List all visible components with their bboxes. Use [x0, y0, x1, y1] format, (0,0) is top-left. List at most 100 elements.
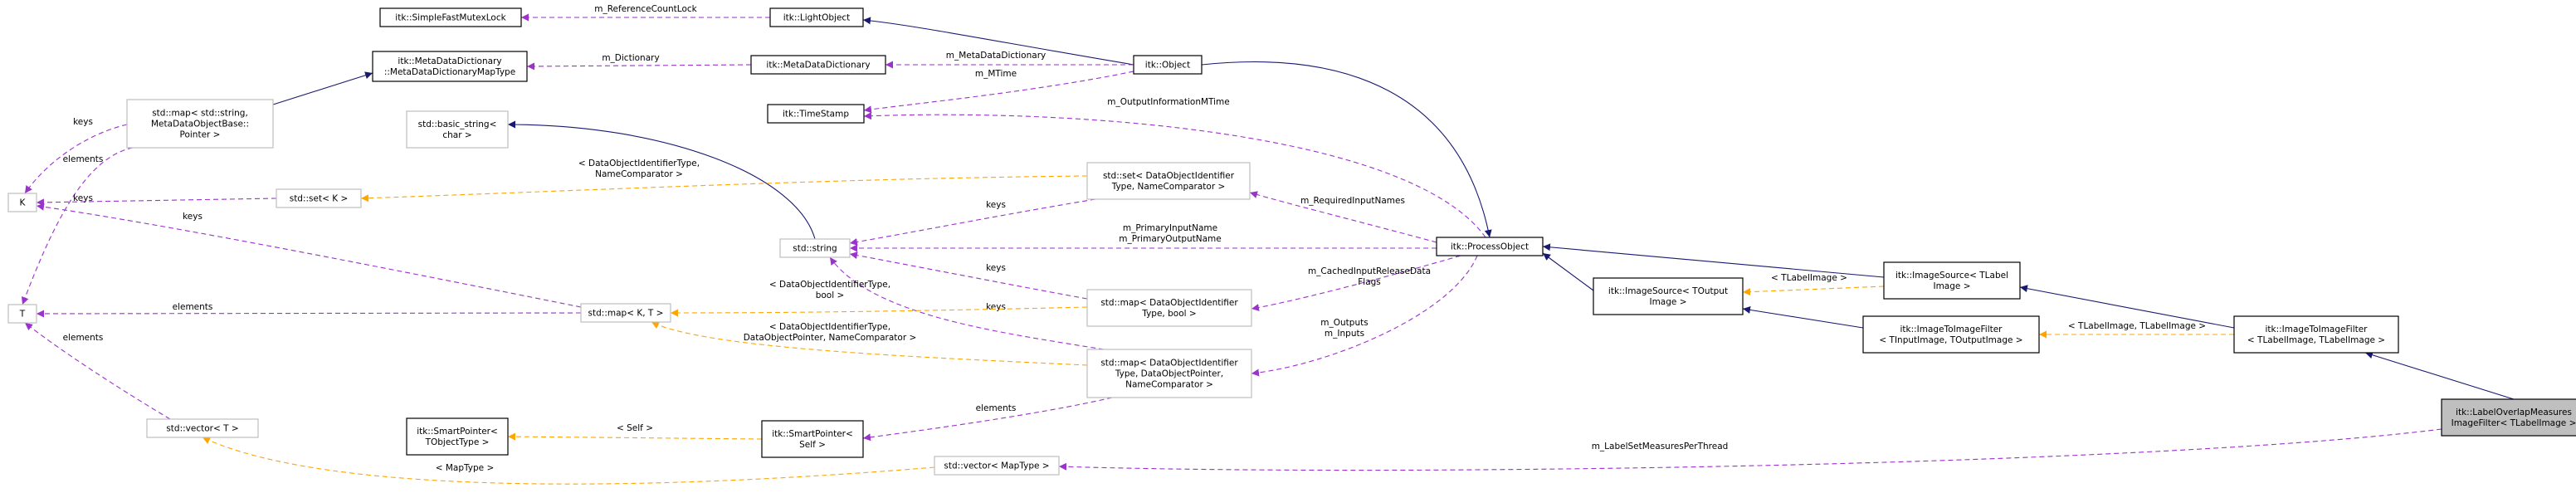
node-label: std::vector< T > — [166, 424, 238, 434]
node-smart-pointer-self[interactable]: itk::SmartPointer<Self > — [761, 420, 864, 458]
node-k[interactable]: K — [7, 193, 37, 212]
node-std-map-string[interactable]: std::map< std::string,MetaDataObjectBase… — [126, 99, 274, 149]
edge-inheritance-4 — [507, 120, 816, 240]
edge-line — [360, 175, 1088, 203]
node-label: itk::TimeStamp — [783, 110, 849, 120]
node-vector-t[interactable]: std::vector< T > — [146, 418, 259, 438]
edge-inheritance-8 — [2019, 285, 2235, 329]
edge-label-keys-set-k: keys — [73, 193, 93, 203]
node-meta-data-dictionary[interactable]: itk::MetaDataDictionary — [750, 55, 886, 75]
edge-label-keys-map-k-t: keys — [183, 212, 202, 222]
node-image-to-image-filter-tlabel[interactable]: itk::ImageToImageFilter< TLabelImage, TL… — [2233, 315, 2399, 354]
edge-line — [1742, 305, 1864, 329]
node-box — [750, 55, 886, 75]
edge-label-map-k-t-template-bool: < DataObjectIdentifierType,bool > — [769, 280, 890, 300]
edge-label-m-dictionary: m_Dictionary — [602, 53, 659, 63]
edge-label-keys-map-string: keys — [73, 117, 93, 127]
edge-line — [2364, 351, 2515, 400]
edge-label-elements-vector-t: elements — [63, 333, 104, 343]
edge-keys-map-k-t: keys — [36, 203, 582, 308]
edge-label-m-required-input-names: m_RequiredInputNames — [1300, 196, 1405, 206]
node-label: std::basic_string<char > — [418, 120, 497, 140]
node-box — [1883, 261, 2021, 300]
edge-line — [1251, 255, 1461, 311]
node-box — [761, 420, 864, 458]
edge-line — [1251, 255, 1478, 377]
node-time-stamp[interactable]: itk::TimeStamp — [767, 104, 865, 124]
edge-line — [272, 71, 373, 105]
node-label: itk::MetaDataDictionary — [766, 61, 870, 71]
node-object[interactable]: itk::Object — [1133, 55, 1203, 75]
node-t[interactable]: T — [7, 304, 37, 324]
node-label: itk::LightObject — [783, 13, 851, 23]
edge-label-keys-set-doi: keys — [986, 200, 1006, 210]
edge-line — [36, 310, 582, 318]
node-box — [934, 456, 1060, 476]
node-label: itk::MetaDataDictionary::MetaDataDiction… — [384, 56, 515, 77]
edge-line — [526, 62, 752, 71]
node-box — [779, 238, 851, 258]
edge-label-set-k-template: < DataObjectIdentifierType,NameComparato… — [578, 159, 700, 179]
edge-label-elements-smart-pointer: elements — [976, 403, 1017, 413]
edge-line — [849, 251, 1088, 300]
node-label: K — [20, 198, 27, 208]
node-image-to-image-filter-tinput[interactable]: itk::ImageToImageFilter< TInputImage, TO… — [1862, 315, 2040, 354]
node-set-k[interactable]: std::set< K > — [276, 188, 362, 208]
node-simple-fast-mutex-lock[interactable]: itk::SimpleFastMutexLock — [379, 7, 522, 27]
edge-label-elements-map-string: elements — [63, 154, 104, 164]
node-label: itk::SmartPointer<Self > — [772, 429, 853, 450]
edge-label-map-k-t-template-pointer: < DataObjectIdentifierType,DataObjectPoi… — [744, 322, 917, 343]
node-meta-data-dictionary-map-type[interactable]: itk::MetaDataDictionary::MetaDataDiction… — [372, 51, 528, 82]
node-vector-maptype[interactable]: std::vector< MapType > — [934, 456, 1060, 476]
node-label: itk::ProcessObject — [1451, 242, 1529, 252]
edge-line — [863, 71, 1134, 114]
edge-line — [24, 124, 128, 194]
node-basic-string[interactable]: std::basic_string<char > — [406, 110, 509, 149]
edge-m-label-set-measures: m_LabelSetMeasuresPerThread — [1058, 428, 2442, 471]
edge-keys-map-string: keys — [24, 117, 128, 194]
node-box — [1436, 237, 1544, 256]
edge-line — [863, 112, 1486, 238]
node-process-object[interactable]: itk::ProcessObject — [1436, 237, 1544, 256]
edge-inheritance-7 — [1742, 305, 1864, 329]
edge-elements-vector-t: elements — [24, 322, 171, 420]
edge-line — [36, 203, 582, 308]
node-std-string[interactable]: std::string — [779, 238, 851, 258]
edge-m-reference-count-lock: m_ReferenceCountLock — [521, 4, 770, 22]
edge-inheritance-6 — [1542, 243, 1885, 278]
node-box — [2441, 398, 2576, 437]
node-light-object[interactable]: itk::LightObject — [769, 7, 864, 27]
edge-line — [1249, 191, 1437, 243]
edge-map-k-t-template-bool: < DataObjectIdentifierType,bool > — [670, 280, 1088, 317]
node-box — [1086, 289, 1252, 327]
node-label: itk::SmartPointer<TObjectType > — [417, 427, 498, 447]
edge-inheritance-2 — [862, 17, 1134, 66]
edge-line — [2019, 285, 2235, 329]
edge-label-keys-map-doi-bool: keys — [986, 263, 1006, 273]
edge-keys-set-doi: keys — [849, 198, 1096, 246]
edge-label-m-meta-data-dictionary: m_MetaDataDictionary — [946, 51, 1046, 61]
edge-line — [829, 256, 1105, 350]
edge-m-dictionary: m_Dictionary — [526, 53, 752, 71]
node-map-k-t[interactable]: std::map< K, T > — [580, 303, 671, 323]
edge-label-maptype-template: < MapType > — [436, 463, 495, 473]
node-label: itk::ImageToImageFilter< TInputImage, TO… — [1879, 325, 2022, 345]
edge-label-m-output-information-mtime: m_OutputInformationMTime — [1107, 97, 1230, 107]
node-smart-pointer-tobject[interactable]: itk::SmartPointer<TObjectType > — [406, 417, 509, 456]
edge-inheritance-3 — [272, 71, 373, 105]
node-label: std::set< K > — [290, 194, 349, 204]
edge-line — [1742, 286, 1885, 296]
